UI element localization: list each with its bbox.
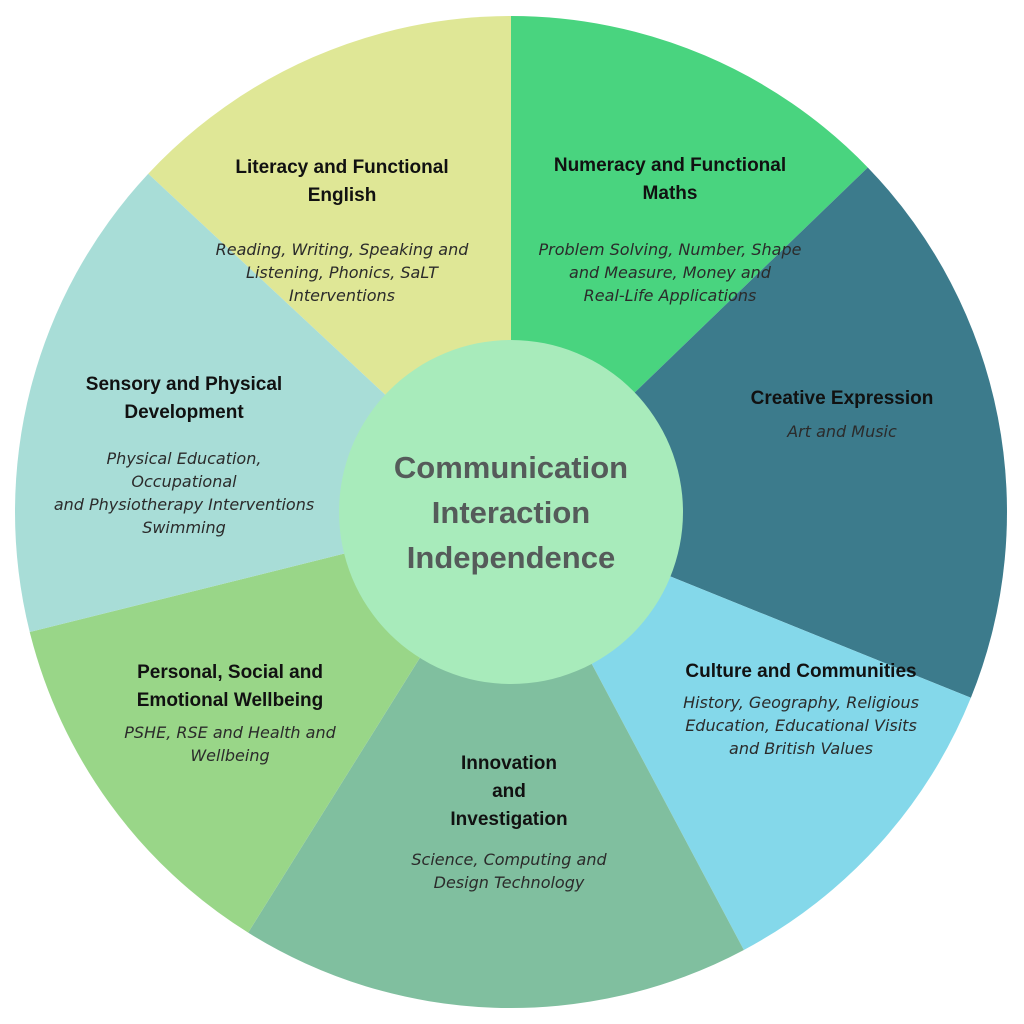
segment-description-line: and Measure, Money and bbox=[569, 263, 772, 282]
segment-title-line: English bbox=[308, 185, 377, 206]
segment-title-line: Sensory and Physical bbox=[86, 374, 282, 395]
segment-title-line: Creative Expression bbox=[751, 388, 934, 409]
segment-description-line: Wellbeing bbox=[190, 746, 269, 765]
segment-description-line: Real-Life Applications bbox=[584, 286, 757, 305]
segment-description-line: Reading, Writing, Speaking and bbox=[216, 240, 470, 259]
center-label-line: Independence bbox=[407, 540, 615, 575]
segment-label-sensory: Sensory and PhysicalDevelopmentPhysical … bbox=[54, 374, 314, 537]
segment-description-line: Education, Educational Visits bbox=[685, 716, 917, 735]
segment-title-line: Personal, Social and bbox=[137, 662, 323, 683]
segment-description-line: and Physiotherapy Interventions bbox=[54, 495, 314, 514]
segment-description-line: Design Technology bbox=[434, 873, 585, 892]
segment-description-line: Listening, Phonics, SaLT bbox=[246, 263, 439, 282]
segment-description-line: Art and Music bbox=[786, 422, 897, 441]
segment-description-line: Swimming bbox=[142, 518, 226, 537]
segment-creative bbox=[511, 167, 1007, 698]
segment-title-line: and bbox=[492, 781, 526, 802]
center-label-line: Communication bbox=[394, 450, 628, 485]
segment-innovation bbox=[248, 512, 744, 1008]
segment-title-line: Development bbox=[124, 402, 244, 423]
segment-description-line: Interventions bbox=[289, 286, 395, 305]
segment-description-line: and British Values bbox=[729, 739, 873, 758]
segment-title-line: Numeracy and Functional bbox=[554, 155, 786, 176]
segment-title-line: Maths bbox=[643, 183, 698, 204]
segment-description-line: PSHE, RSE and Health and bbox=[124, 723, 336, 742]
segment-description-line: History, Geography, Religious bbox=[683, 693, 919, 712]
segment-title-line: Investigation bbox=[450, 809, 567, 830]
segment-title-line: Literacy and Functional bbox=[235, 157, 448, 178]
segment-description-line: Physical Education, bbox=[107, 449, 262, 468]
segment-title-line: Emotional Wellbeing bbox=[137, 690, 324, 711]
center-label-line: Interaction bbox=[432, 495, 590, 530]
segment-description-line: Occupational bbox=[131, 472, 237, 491]
segment-title-line: Innovation bbox=[461, 753, 557, 774]
segment-title-line: Culture and Communities bbox=[685, 661, 916, 682]
center-circle bbox=[339, 340, 683, 684]
segment-description-line: Problem Solving, Number, Shape bbox=[539, 240, 802, 259]
segment-description-line: Science, Computing and bbox=[411, 850, 607, 869]
